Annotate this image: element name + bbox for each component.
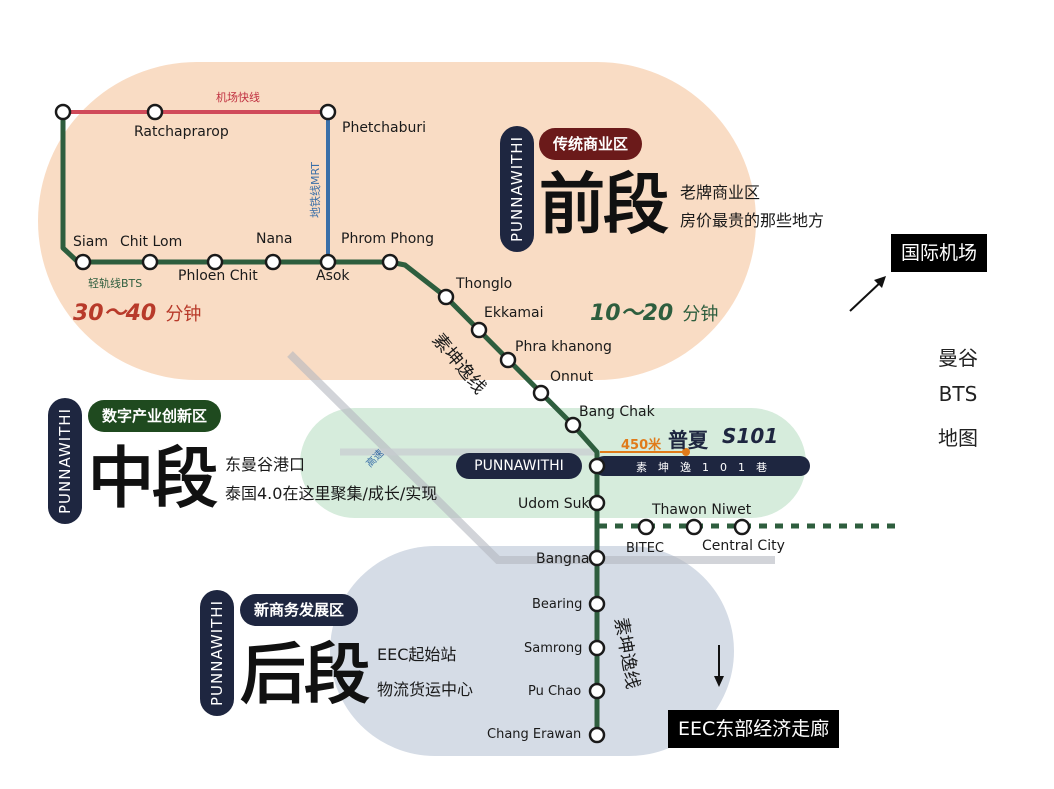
station-phrakhanong[interactable]: Phra khanong (515, 339, 612, 355)
middle-title: 中段 (88, 440, 218, 517)
soi-101-label: 素 坤 逸 1 0 1 巷 (636, 461, 767, 474)
left-travel-time: 30～40 分钟 (73, 295, 201, 327)
expressway-line (287, 351, 775, 564)
station-dot-phetchaburi[interactable] (319, 103, 337, 121)
back-desc-2: 物流货运中心 (377, 680, 474, 699)
legend-line-1: 曼谷 (938, 346, 978, 370)
soi-101-road (594, 456, 810, 476)
station-dot-bangchak[interactable] (564, 416, 582, 434)
station-phromphong[interactable]: Phrom Phong (341, 231, 435, 247)
airport-arrow-head (874, 276, 886, 288)
station-dot-samrong[interactable] (588, 639, 606, 657)
middle-vertical-label: PUNNAWITHI (48, 398, 82, 524)
station-dot-onnut[interactable] (532, 384, 550, 402)
front-title: 前段 (539, 166, 669, 243)
eec-tag[interactable]: EEC东部经济走廊 (668, 710, 840, 748)
station-chitlom[interactable]: Chit Lom (120, 234, 183, 250)
station-dot-udomsuk[interactable] (588, 494, 606, 512)
front-time-unit: 分钟 (682, 304, 719, 325)
bts-label: 轻轨线BTS (88, 277, 143, 290)
station-punnawithi-label[interactable]: PUNNAWITHI (456, 453, 582, 479)
station-dot-asok[interactable] (319, 253, 337, 271)
station-dot-changerawan[interactable] (588, 726, 606, 744)
station-udomsuk[interactable]: Udom Suk (518, 496, 590, 512)
station-dot-phromphong[interactable] (381, 253, 399, 271)
station-bangchak[interactable]: Bang Chak (579, 404, 655, 420)
station-dot-corner[interactable] (54, 103, 72, 121)
project-code[interactable]: S101 (722, 424, 779, 448)
front-vertical-label: PUNNAWITHI (500, 126, 534, 252)
back-badge: 新商务发展区 (240, 594, 359, 626)
station-dot-phloenchit[interactable] (206, 253, 224, 271)
mrt-label: 地铁线MRT (309, 161, 323, 219)
front-vertical-text: PUNNAWITHI (508, 135, 526, 243)
station-thonglo[interactable]: Thonglo (456, 276, 513, 292)
station-dot-bitec[interactable] (637, 518, 655, 536)
station-nana[interactable]: Nana (256, 231, 293, 247)
bts-line (60, 112, 600, 735)
airport-tag[interactable]: 国际机场 (891, 234, 988, 272)
station-dot-siam[interactable] (74, 253, 92, 271)
station-dot-thawonniwet[interactable] (685, 518, 703, 536)
airport-link-label: 机场快线 (216, 91, 260, 104)
station-thawonniwet[interactable]: Thawon Niwet (652, 502, 752, 518)
back-vertical-text: PUNNAWITHI (208, 599, 226, 707)
front-travel-time: 10～20 分钟 (590, 295, 718, 327)
station-centralcity[interactable]: Central City (702, 538, 785, 554)
station-phetchaburi[interactable]: Phetchaburi (342, 120, 426, 136)
station-dot-puchao[interactable] (588, 682, 606, 700)
left-time-unit: 分钟 (165, 304, 202, 325)
station-siam[interactable]: Siam (73, 234, 108, 250)
front-time-num: 10～20 (590, 301, 674, 326)
station-dot-phrakhanong[interactable] (499, 351, 517, 369)
airport-arrow (849, 279, 884, 312)
middle-vertical-text: PUNNAWITHI (56, 407, 74, 515)
station-dot-centralcity[interactable] (733, 518, 751, 536)
project-distance: 450米 (621, 438, 662, 453)
station-bearing[interactable]: Bearing (532, 597, 583, 612)
station-puchao[interactable]: Pu Chao (528, 684, 582, 699)
station-dot-chitlom[interactable] (141, 253, 159, 271)
left-time-num: 30～40 (73, 301, 157, 326)
back-vertical-label: PUNNAWITHI (200, 590, 234, 716)
back-desc-1: EEC起始站 (377, 645, 457, 664)
project-dot (682, 448, 690, 456)
project-name[interactable]: 普夏 (668, 428, 708, 452)
station-ekkamai[interactable]: Ekkamai (484, 305, 544, 321)
station-dot-bangna[interactable] (588, 549, 606, 567)
station-dot-ratchaprarop[interactable] (146, 103, 164, 121)
station-phloenchit[interactable]: Phloen Chit (178, 268, 258, 284)
front-desc-1: 老牌商业区 (680, 183, 761, 202)
zone-back (330, 546, 734, 756)
eec-arrow-head (714, 676, 724, 687)
station-dot-punnawithi[interactable] (588, 457, 606, 475)
station-dot-thonglo[interactable] (437, 288, 455, 306)
station-asok[interactable]: Asok (316, 268, 350, 284)
station-samrong[interactable]: Samrong (524, 641, 583, 656)
station-changerawan[interactable]: Chang Erawan (487, 727, 582, 742)
station-ratchaprarop[interactable]: Ratchaprarop (134, 124, 229, 140)
station-dot-ekkamai[interactable] (470, 321, 488, 339)
middle-badge: 数字产业创新区 (88, 400, 222, 432)
front-desc-2: 房价最贵的那些地方 (680, 211, 825, 230)
middle-desc-1: 东曼谷港口 (225, 455, 306, 474)
station-bangna[interactable]: Bangna (536, 551, 590, 567)
back-title: 后段 (240, 636, 370, 713)
station-dot-bearing[interactable] (588, 595, 606, 613)
front-badge: 传统商业区 (539, 128, 643, 160)
station-bitec[interactable]: BITEC (626, 541, 664, 556)
middle-desc-2: 泰国4.0在这里聚集/成长/实现 (225, 484, 438, 503)
station-onnut[interactable]: Onnut (550, 369, 594, 385)
legend-line-2: BTS (938, 382, 978, 406)
legend-line-3: 地图 (938, 426, 978, 450)
station-dot-nana[interactable] (264, 253, 282, 271)
